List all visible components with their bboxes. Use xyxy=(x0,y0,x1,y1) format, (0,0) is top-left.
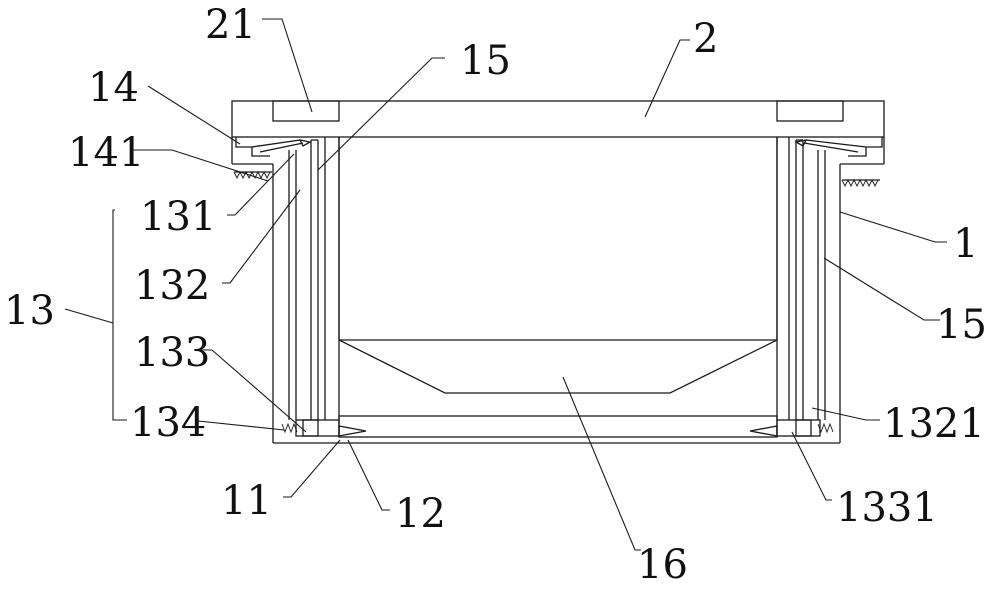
label-12: 12 xyxy=(395,491,446,537)
lid-notch-right xyxy=(777,101,843,121)
bottom-plate xyxy=(339,416,777,437)
label-131: 131 xyxy=(140,194,216,240)
lid-notch-left xyxy=(273,101,339,121)
label-133: 133 xyxy=(134,330,210,376)
label-134: 134 xyxy=(130,400,206,446)
label-15-right: 15 xyxy=(936,302,987,348)
label-132: 132 xyxy=(134,263,210,309)
wall-channels-left xyxy=(289,137,339,420)
label-1331: 1331 xyxy=(836,485,938,531)
label-2: 2 xyxy=(693,16,718,62)
label-16: 16 xyxy=(637,542,688,585)
wall-channels-right xyxy=(777,137,825,420)
rack-right xyxy=(842,180,880,186)
latch-left xyxy=(236,137,310,156)
label-13: 13 xyxy=(4,288,55,334)
inner-container xyxy=(339,137,777,393)
label-141: 141 xyxy=(68,130,144,176)
label-21: 21 xyxy=(205,2,256,48)
latch-right xyxy=(796,137,882,156)
bottom-mechanism-right xyxy=(750,420,833,436)
label-1: 1 xyxy=(953,221,978,267)
label-15-top: 15 xyxy=(460,38,511,84)
lid xyxy=(232,101,884,164)
outer-box xyxy=(232,164,884,443)
label-1321: 1321 xyxy=(883,401,985,447)
rack-left xyxy=(234,172,272,178)
label-14: 14 xyxy=(88,65,139,111)
label-11: 11 xyxy=(221,478,272,524)
